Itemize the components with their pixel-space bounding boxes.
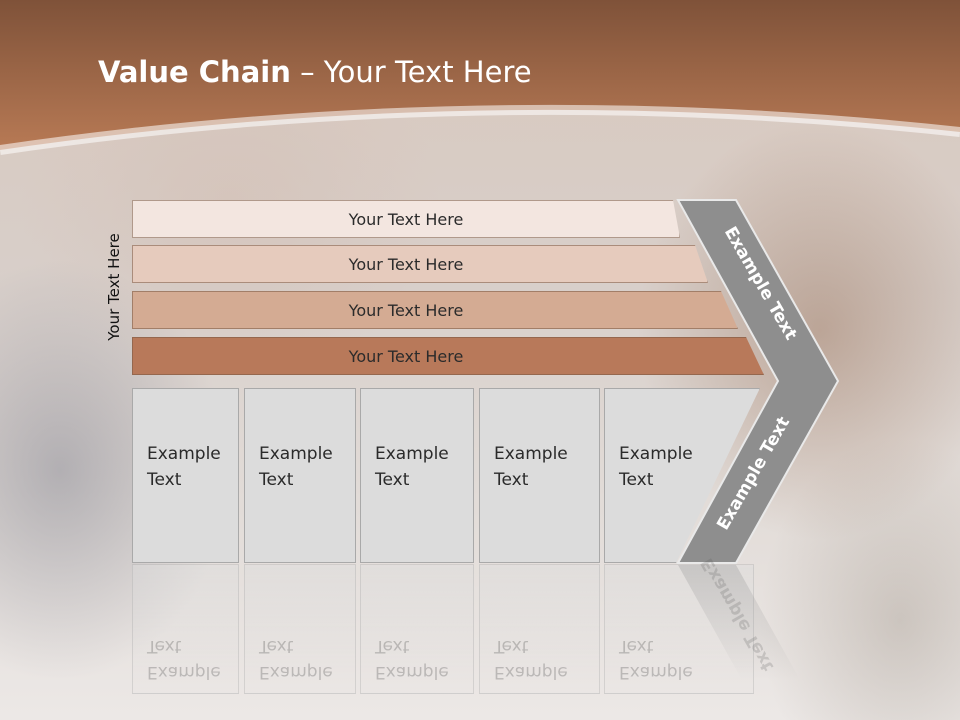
box-4-line1: Example	[494, 444, 568, 464]
box-2-line2: Text	[259, 470, 294, 490]
chevron-shape	[676, 199, 840, 564]
slide-title: Value Chain – Your Text Here	[98, 55, 532, 89]
header-band	[0, 0, 960, 155]
bar-2-label: Your Text Here	[348, 254, 464, 274]
box-2-line1: Example	[259, 444, 333, 464]
bar-3: Your Text Here	[132, 291, 738, 329]
title-bold: Value Chain	[98, 55, 291, 89]
box-1-line1: Example	[147, 444, 221, 464]
bar-4-label: Your Text Here	[348, 346, 464, 366]
bar-1: Your Text Here	[132, 200, 680, 238]
bar-1-label: Your Text Here	[348, 209, 464, 229]
bar-2: Your Text Here	[132, 245, 708, 283]
box-3-line1: Example	[375, 444, 449, 464]
bar-4: Your Text Here	[132, 337, 764, 375]
box-5-line2: Text	[619, 470, 654, 490]
box-1-line2: Text	[147, 470, 182, 490]
chevron-reflection	[678, 565, 800, 680]
box-3-line2: Text	[375, 470, 410, 490]
box-5-line1: Example	[619, 444, 693, 464]
box-4-line2: Text	[494, 470, 529, 490]
bar-3-label: Your Text Here	[348, 300, 464, 320]
title-rest: – Your Text Here	[290, 55, 532, 89]
